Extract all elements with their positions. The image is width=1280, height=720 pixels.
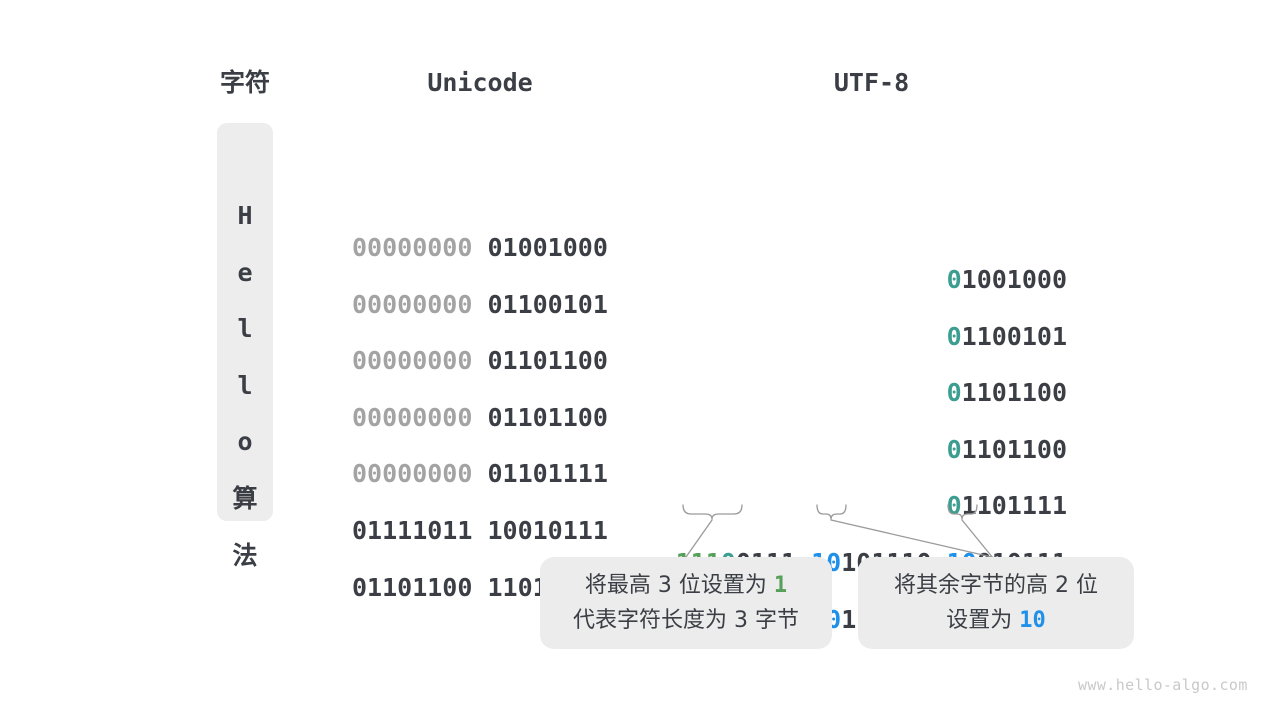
utf8-binary: 01100101 — [946, 322, 1067, 351]
utf8-binary: 01001000 — [946, 265, 1067, 294]
unicode-binary: 00000000 01001000 — [352, 233, 608, 262]
char-label: l — [237, 371, 253, 400]
char-label: H — [237, 201, 253, 230]
unicode-binary: 01111011 10010111 — [352, 516, 608, 545]
callout-line: 将其余字节的高 2 位 — [894, 573, 1098, 598]
table-row: e 00000000 01100101 01100101 — [0, 193, 1280, 351]
char-label: l — [237, 314, 253, 343]
table-row: 算 01111011 10010111 11100111 10101110 10… — [0, 419, 1280, 577]
callout-line: 代表字符长度为 3 字节 — [573, 608, 799, 633]
unicode-binary: 00000000 01101100 — [352, 403, 608, 432]
utf8-binary: 01101100 — [946, 378, 1067, 407]
table-row: l 00000000 01101100 01101100 — [0, 249, 1280, 407]
char-label: e — [237, 258, 253, 287]
char-label: 法 — [232, 541, 258, 570]
unicode-binary: 00000000 01101100 — [352, 346, 608, 375]
callout-leading-byte: 将最高 3 位设置为 1 代表字符长度为 3 字节 — [540, 557, 832, 649]
callout-continuation-byte: 将其余字节的高 2 位 设置为 10 — [858, 557, 1134, 649]
unicode-binary: 00000000 01101111 — [352, 459, 608, 488]
callout-line: 设置为 10 — [946, 608, 1046, 633]
table-row: H 00000000 01001000 01001000 — [0, 136, 1280, 294]
utf8-binary: 01101100 — [946, 435, 1067, 464]
callout-line: 将最高 3 位设置为 1 — [584, 573, 788, 598]
table-row: o 00000000 01101111 01101111 — [0, 362, 1280, 520]
char-column-background — [217, 123, 273, 521]
column-header-char: 字符 — [219, 68, 270, 97]
char-label: o — [237, 427, 253, 456]
column-header-unicode: Unicode — [427, 68, 533, 97]
char-label: 算 — [232, 484, 258, 513]
watermark: www.hello-algo.com — [1078, 676, 1248, 694]
table-row: l 00000000 01101100 01101100 — [0, 306, 1280, 464]
unicode-binary: 00000000 01100101 — [352, 290, 608, 319]
column-header-utf8: UTF-8 — [833, 68, 910, 97]
